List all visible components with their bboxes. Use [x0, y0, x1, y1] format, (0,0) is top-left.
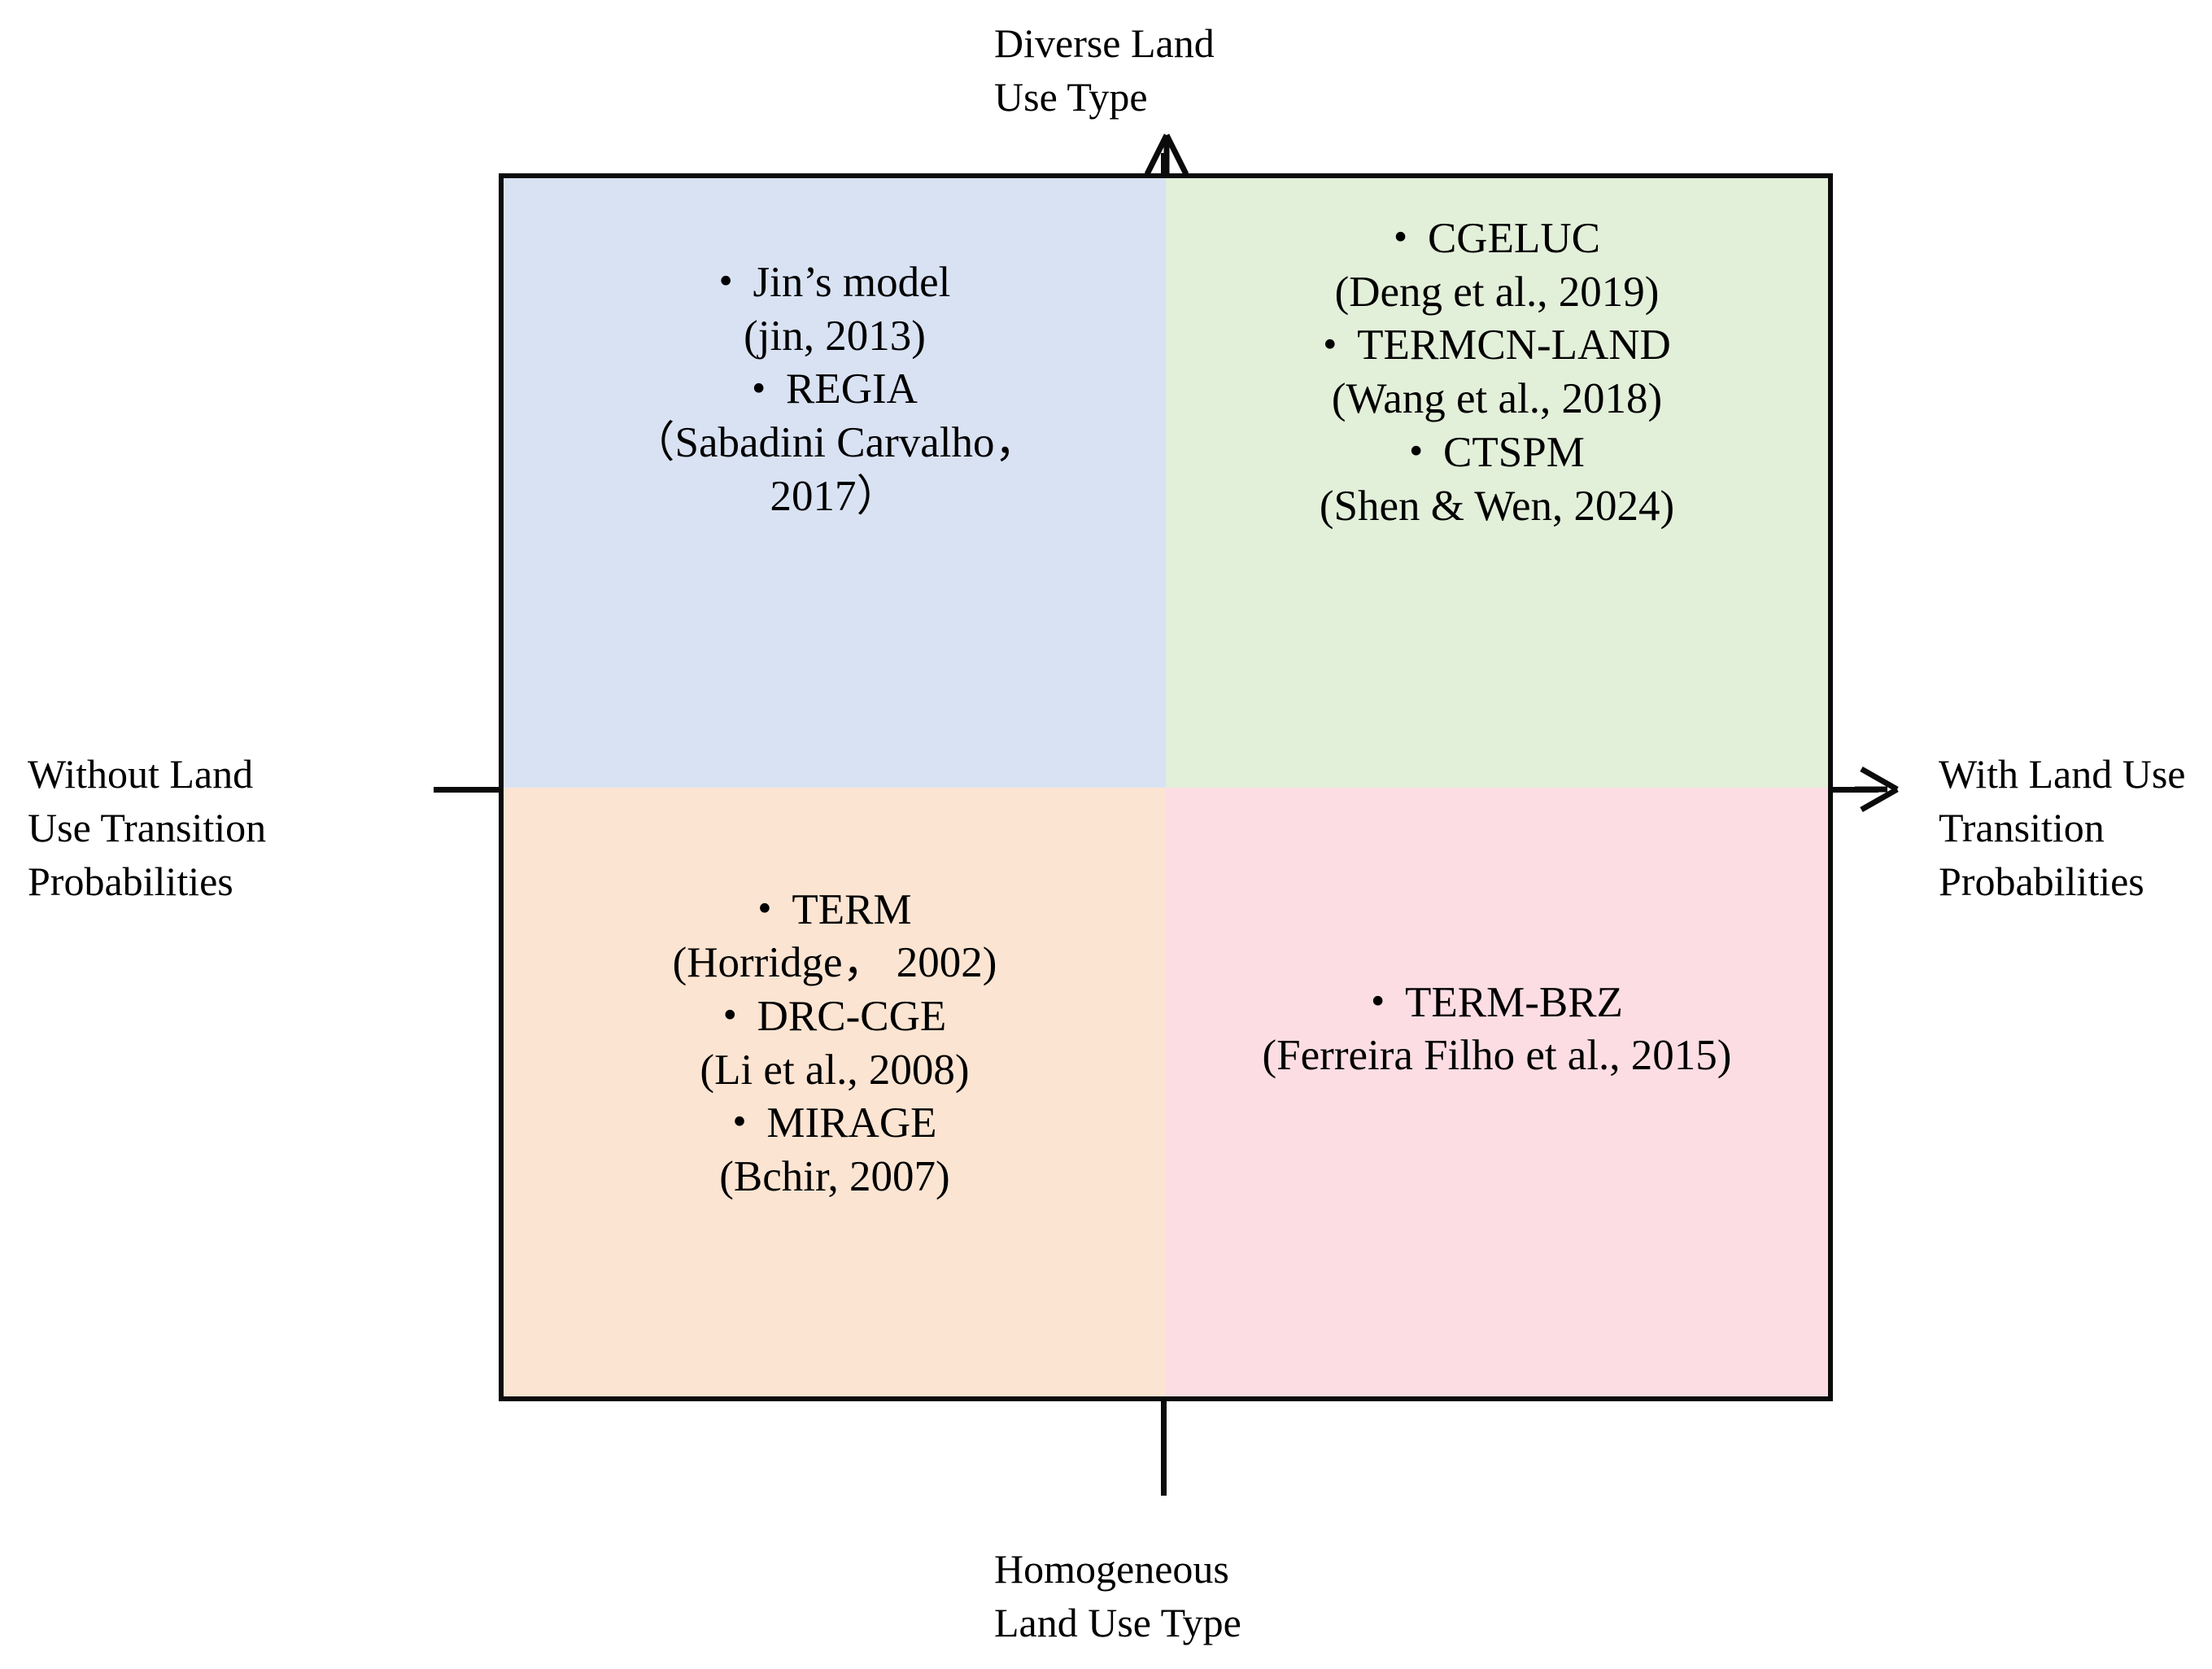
axis-label-right: With Land Use Transition Probabilities [1939, 747, 2185, 908]
quadrant-top-right[interactable]: •CGELUC (Deng et al., 2019) •TERMCN-LAND… [1166, 178, 1828, 788]
model-citation: (Deng et al., 2019) [1334, 268, 1660, 316]
list-item: •CTSPM (Shen & Wen, 2024) [1166, 426, 1828, 533]
list-item: •DRC-CGE (Li et al., 2008) [504, 990, 1166, 1097]
axis-label-top-line2: Use Type [994, 74, 1148, 120]
model-citation: (Bchir, 2007) [719, 1153, 950, 1201]
arrow-right-icon [1855, 766, 1899, 813]
bullet-icon: • [757, 885, 772, 930]
bullet-icon: • [722, 993, 737, 1038]
horizontal-axis-left-segment [434, 787, 504, 793]
bullet-icon: • [1409, 428, 1424, 473]
axis-label-right-line3: Probabilities [1939, 859, 2144, 904]
model-name: •TERM [504, 884, 1166, 937]
model-citation: (Li et al., 2008) [700, 1046, 970, 1094]
horizontal-axis-right-segment [1828, 787, 1878, 793]
quadrant-matrix: •Jin’s model (jin, 2013) •REGIA （Sabadin… [499, 173, 1833, 1401]
model-citation: (Horridge， 2002) [672, 939, 997, 987]
model-name: •REGIA [504, 363, 1166, 417]
quadrant-bottom-left[interactable]: •TERM (Horridge， 2002) •DRC-CGE (Li et a… [504, 787, 1166, 1396]
model-name: •CGELUC [1166, 212, 1828, 266]
axis-label-right-line1: With Land Use [1939, 751, 2186, 797]
list-item: •MIRAGE (Bchir, 2007) [504, 1097, 1166, 1204]
axis-label-top: Diverse Land Use Type [994, 16, 1215, 124]
axis-label-bottom: Homogeneous Land Use Type [994, 1542, 1241, 1649]
bullet-icon: • [1323, 321, 1337, 366]
model-citation: (Shen & Wen, 2024) [1319, 482, 1675, 530]
quadrant-bottom-right[interactable]: •TERM-BRZ (Ferreira Filho et al., 2015) [1166, 787, 1828, 1396]
bullet-icon: • [732, 1099, 747, 1144]
bullet-icon: • [1394, 215, 1408, 260]
model-name: •TERMCN-LAND [1166, 319, 1828, 373]
model-citation-line2: 2017） [770, 472, 900, 520]
model-name: •MIRAGE [504, 1097, 1166, 1151]
model-name: •Jin’s model [504, 256, 1166, 310]
list-item: •TERM-BRZ (Ferreira Filho et al., 2015) [1166, 976, 1828, 1083]
bullet-icon: • [752, 365, 766, 410]
model-name: •TERM-BRZ [1166, 976, 1828, 1030]
bullet-icon: • [1371, 978, 1385, 1023]
list-item: •CGELUC (Deng et al., 2019) [1166, 212, 1828, 319]
model-citation: (Ferreira Filho et al., 2015) [1262, 1032, 1732, 1080]
axis-label-top-line1: Diverse Land [994, 20, 1215, 66]
axis-label-bottom-line1: Homogeneous [994, 1546, 1229, 1592]
bullet-icon: • [718, 259, 733, 304]
list-item: •TERM (Horridge， 2002) [504, 884, 1166, 990]
model-name: •CTSPM [1166, 426, 1828, 480]
list-item: •Jin’s model (jin, 2013) [504, 256, 1166, 363]
model-name: •DRC-CGE [504, 990, 1166, 1044]
axis-label-bottom-line2: Land Use Type [994, 1600, 1241, 1645]
axis-label-left-line3: Probabilities [28, 859, 233, 904]
axis-label-left-line2: Use Transition [28, 805, 267, 850]
quadrant-top-left[interactable]: •Jin’s model (jin, 2013) •REGIA （Sabadin… [504, 178, 1166, 788]
model-citation: (jin, 2013) [744, 312, 926, 360]
axis-label-right-line2: Transition [1939, 805, 2105, 850]
list-item: •TERMCN-LAND (Wang et al., 2018) [1166, 319, 1828, 426]
model-citation-line1: （Sabadini Carvalho， [631, 419, 1038, 467]
vertical-axis-bottom-segment [1161, 1396, 1167, 1496]
axis-label-left: Without Land Use Transition Probabilitie… [28, 747, 266, 908]
axis-label-left-line1: Without Land [28, 751, 254, 797]
list-item: •REGIA （Sabadini Carvalho， 2017） [504, 363, 1166, 523]
model-citation: (Wang et al., 2018) [1331, 375, 1663, 423]
